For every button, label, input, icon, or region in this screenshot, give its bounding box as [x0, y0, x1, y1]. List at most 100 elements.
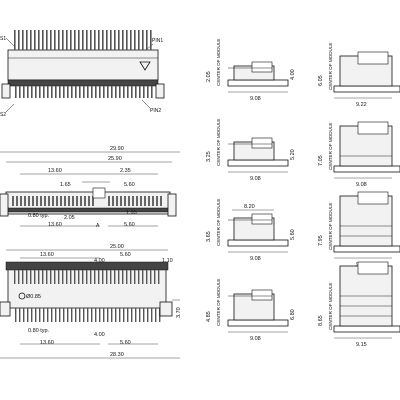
dim-25-00: 25.00 [110, 244, 124, 250]
front-view: 29.90 25.90 13.60 2.35 1.65 5.60 A 0.80 … [0, 146, 180, 229]
dim-4-00-bottom: 4.00 [94, 332, 105, 338]
front-view-contact [88, 196, 90, 206]
bottom-view-contact [15, 308, 17, 322]
dim-2-05: 2.05 [64, 215, 75, 221]
top-view-pin [75, 86, 77, 98]
dim-width: 9.22 [356, 102, 367, 108]
top-view: S1 PIN1 S2 PIN2 [0, 30, 165, 118]
front-view-contact [84, 196, 86, 206]
bottom-view-contact [75, 308, 77, 322]
top-view-pin [18, 30, 20, 50]
bottom-view-contact [63, 308, 65, 322]
bottom-view-contact [99, 308, 101, 322]
bottom-view-contact [154, 270, 156, 284]
bottom-view-contact [38, 270, 40, 284]
dim-top-width: 8.20 [244, 204, 255, 210]
label-pin1: PIN1 [152, 38, 163, 44]
top-view-pin [46, 30, 48, 50]
top-view-pin [119, 86, 121, 98]
bottom-view-contact [51, 308, 53, 322]
top-view-pin [98, 30, 100, 50]
bottom-view-contact [66, 270, 68, 284]
card-slot [251, 213, 273, 225]
top-view-pin [50, 30, 52, 50]
bottom-view-contact [95, 308, 97, 322]
front-view-contact [32, 196, 34, 206]
dim-13-60-bottom-top: 13.60 [40, 252, 54, 258]
front-view-contact [64, 196, 66, 206]
pcb-board [333, 85, 400, 93]
top-view-pin [86, 30, 88, 50]
top-view-pin [55, 86, 57, 98]
dim-height: 3.25 [206, 151, 212, 162]
pcb-board [227, 239, 289, 247]
dim-width: 9.08 [250, 336, 261, 342]
top-view-pin [23, 86, 25, 98]
bottom-view-contact [67, 308, 69, 322]
top-view-pin [39, 86, 41, 98]
top-view-pin [66, 30, 68, 50]
bottom-view-contact [19, 308, 21, 322]
bottom-view-contact [103, 308, 105, 322]
top-view-pin [71, 86, 73, 98]
front-view-contact [128, 196, 130, 206]
bottom-view-contact [14, 270, 16, 284]
bottom-view-contact [155, 308, 157, 322]
bottom-view-contact [107, 308, 109, 322]
front-view-contact [72, 196, 74, 206]
front-view-contact [144, 196, 146, 206]
bottom-view-contact [102, 270, 104, 284]
bottom-view-contact [158, 270, 160, 284]
bottom-view-contact [71, 308, 73, 322]
bottom-view-contact [42, 270, 44, 284]
top-view-pin [62, 30, 64, 50]
dim-offset: 6.80 [290, 309, 296, 320]
top-view-pin [70, 30, 72, 50]
front-view-contact [108, 196, 110, 206]
bottom-view-contact [86, 270, 88, 284]
bottom-view-contact [31, 308, 33, 322]
bottom-view-contact [142, 270, 144, 284]
top-view-pin [139, 86, 141, 98]
card-slot [357, 121, 389, 135]
bottom-view-contact [46, 270, 48, 284]
top-view-pin [147, 86, 149, 98]
bottom-view-contact [138, 270, 140, 284]
top-view-pin [82, 30, 84, 50]
top-view-pin [19, 86, 21, 98]
dim-height: 7.05 [318, 155, 324, 166]
top-view-pin [51, 86, 53, 98]
bottom-view-contact [30, 270, 32, 284]
bottom-view-contact [135, 308, 137, 322]
bottom-view-contact [58, 270, 60, 284]
center-of-module-label: CENTER OF MODULE [328, 43, 333, 90]
front-view-contact [56, 196, 58, 206]
top-view-pin [14, 30, 16, 50]
front-view-contact [120, 196, 122, 206]
front-view-contact [48, 196, 50, 206]
top-view-pin [87, 86, 89, 98]
center-of-module-label: CENTER OF MODULE [328, 203, 333, 250]
top-view-pin [22, 30, 24, 50]
top-view-pin [95, 86, 97, 98]
top-view-pin [111, 86, 113, 98]
top-view-pin [106, 30, 108, 50]
dim-5-60-top: 5.60 [124, 182, 135, 188]
center-of-module-label: CENTER OF MODULE [328, 283, 333, 330]
bottom-view-contact [147, 308, 149, 322]
connector-body [339, 195, 393, 247]
pcb-board [227, 79, 289, 87]
card-slot [251, 61, 273, 73]
front-view-contact [92, 196, 94, 206]
top-view-pin [99, 86, 101, 98]
top-view-pin [123, 86, 125, 98]
bottom-view-contact [83, 308, 85, 322]
bottom-view-contact [23, 308, 25, 322]
front-view-contact [76, 196, 78, 206]
top-view-pin [30, 30, 32, 50]
top-view-pin [15, 86, 17, 98]
top-view-pin [142, 30, 144, 50]
